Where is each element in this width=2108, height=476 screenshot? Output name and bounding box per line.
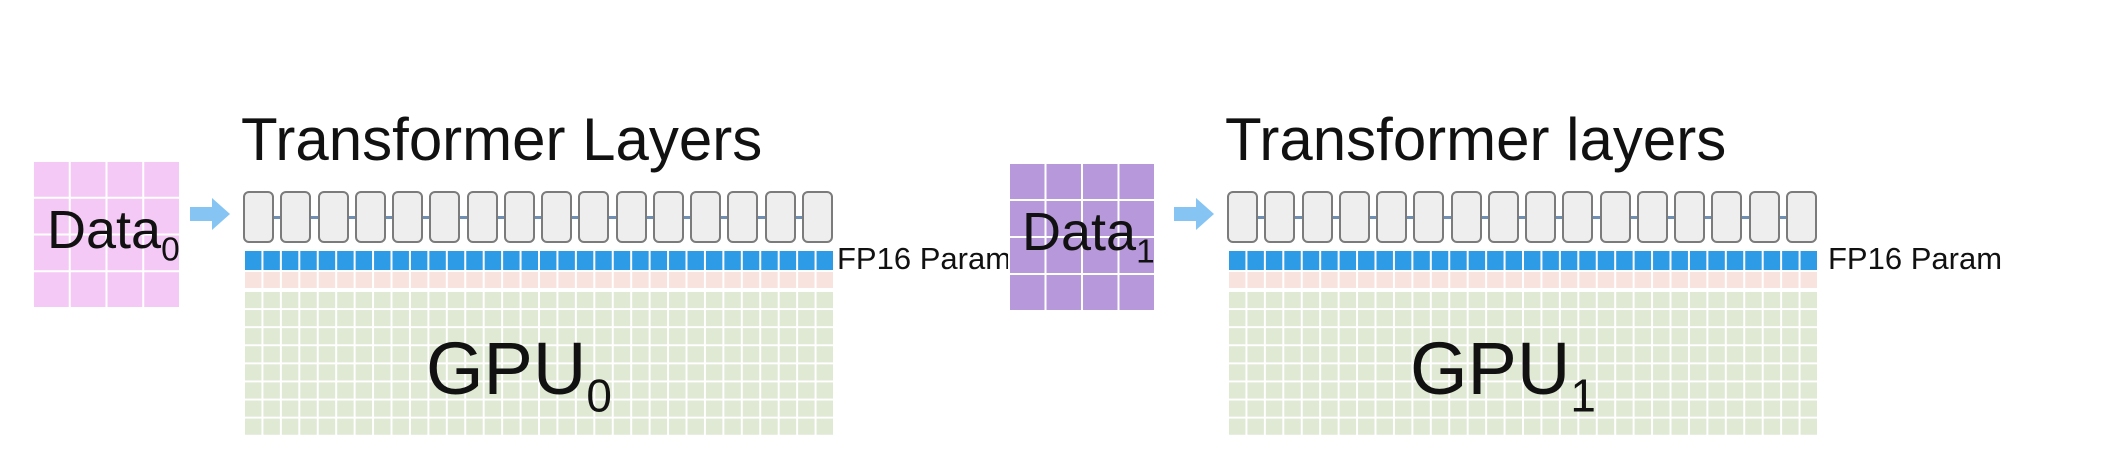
gpu-label-0: GPU0 [426,327,612,422]
transformer-layer-box [615,191,647,243]
transformer-layer-box [1748,191,1780,243]
gpu-label-1: GPU1 [1410,327,1596,422]
memory-strip-1 [1227,272,1817,288]
layer-connector-1 [1227,216,1817,219]
transformer-layer-box [1450,191,1482,243]
transformer-layer-box [317,191,349,243]
transformer-layer-box [1376,191,1408,243]
transformer-layer-box [764,191,796,243]
transformer-layer-box [727,191,759,243]
transformer-layer-box [392,191,424,243]
transformer-layer-box [354,191,386,243]
transformer-layer-box [1525,191,1557,243]
data-block-1 [1008,162,1154,310]
layer-connector-0 [243,216,833,219]
fp16-param-strip-1 [1227,251,1817,270]
fp16-param-strip-0 [243,251,833,270]
transformer-layer-box [503,191,535,243]
section-title-0: Transformer Layers [241,106,763,173]
transformer-layer-box [1599,191,1631,243]
fp16-param-label-0: FP16 Param [837,241,1012,276]
transformer-layer-box [1711,191,1743,243]
transformer-layer-box [1786,191,1817,243]
transformer-layer-box [1264,191,1296,243]
transformer-layer-box [1227,191,1258,243]
gpu-memory-grid-1 [1227,290,1817,435]
transformer-layer-box [1413,191,1445,243]
transformer-layer-box [1338,191,1370,243]
transformer-layer-box [802,191,833,243]
transformer-layer-box [1636,191,1668,243]
transformer-layer-box [280,191,312,243]
memory-strip-0 [243,272,833,288]
transformer-layer-box [1674,191,1706,243]
data-block-0 [32,160,179,307]
arrow-icon-0 [190,198,230,230]
section-title-1: Transformer layers [1225,106,1727,173]
transformer-layer-box [652,191,684,243]
data-label-1: Data1 [1022,202,1155,271]
transformer-layer-box [1301,191,1333,243]
transformer-layer-box [243,191,274,243]
fp16-param-label-1: FP16 Param [1828,241,2003,276]
transformer-layer-box [1487,191,1519,243]
transformer-layer-box [466,191,498,243]
transformer-layer-box [578,191,610,243]
transformer-layer-box [1562,191,1594,243]
gpu-memory-grid-0 [243,290,833,435]
data-label-0: Data0 [47,200,180,269]
transformer-layer-box [690,191,722,243]
arrow-icon-1 [1174,198,1214,230]
transformer-layer-box [541,191,573,243]
transformer-layer-box [429,191,461,243]
